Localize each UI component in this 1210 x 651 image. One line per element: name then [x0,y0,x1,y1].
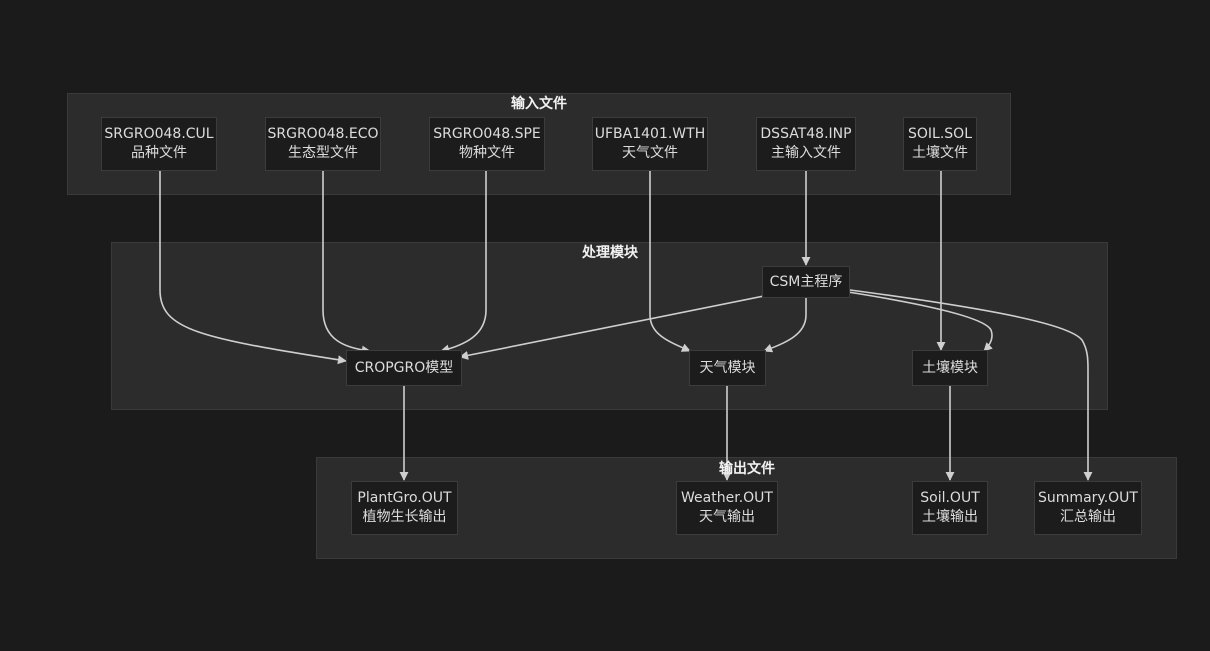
edge-csm-to-soil [847,291,993,352]
edge-csm-to-summary [849,289,1093,481]
node-sol-file-desc: 土壤文件 [912,145,968,161]
node-sol-file-name: SOIL.SOL [908,126,972,142]
node-cul-file-desc: 品种文件 [131,145,187,161]
edge-eco-to-cropgro [322,171,371,355]
node-cropgro-model[interactable]: CROPGRO模型 [346,350,462,386]
node-summary-output-name: Summary.OUT [1038,490,1138,506]
node-weather-output-name: Weather.OUT [681,490,773,506]
node-weather-module[interactable]: 天气模块 [689,350,766,386]
node-cul-file-name: SRGRO048.CUL [104,126,214,142]
edge-wth-to-weather [649,171,691,352]
output-files-title: 输出文件 [719,461,775,477]
node-wth-file[interactable]: UFBA1401.WTH 天气文件 [592,117,708,171]
node-csm-main-label: CSM主程序 [769,273,843,290]
node-inp-file-desc: 主输入文件 [771,145,841,161]
node-eco-file[interactable]: SRGRO048.ECO 生态型文件 [265,117,381,171]
node-plantgro-output-name: PlantGro.OUT [357,490,452,506]
node-inp-file-name: DSSAT48.INP [760,126,852,142]
node-csm-main[interactable]: CSM主程序 [762,266,850,298]
node-sol-file[interactable]: SOIL.SOL 土壤文件 [903,117,977,171]
node-soil-module[interactable]: 土壤模块 [912,350,988,386]
node-wth-file-name: UFBA1401.WTH [594,126,706,142]
node-soil-output-desc: 土壤输出 [922,509,978,525]
node-eco-file-name: SRGRO048.ECO [267,126,379,142]
processing-modules-title: 处理模块 [582,245,638,261]
edge-cul-to-cropgro [159,171,347,365]
node-cul-file[interactable]: SRGRO048.CUL 品种文件 [101,117,217,171]
input-files-title: 输入文件 [511,96,567,112]
node-soil-output[interactable]: Soil.OUT 土壤输出 [912,481,988,535]
node-plantgro-output[interactable]: PlantGro.OUT 植物生长输出 [351,481,458,535]
edge-csm-to-weather [763,298,807,353]
node-spe-file[interactable]: SRGRO048.SPE 物种文件 [429,117,545,171]
node-summary-output[interactable]: Summary.OUT 汇总输出 [1034,481,1142,535]
node-plantgro-output-desc: 植物生长输出 [362,509,447,525]
edge-spe-to-cropgro [440,171,487,354]
node-eco-file-desc: 生态型文件 [288,145,358,161]
node-spe-file-name: SRGRO048.SPE [433,126,541,142]
node-weather-output-desc: 天气输出 [699,509,755,525]
edge-csm-to-cropgro [459,295,765,360]
node-soil-output-name: Soil.OUT [920,490,980,506]
node-spe-file-desc: 物种文件 [459,145,515,161]
node-soil-module-label: 土壤模块 [922,359,978,376]
node-weather-module-label: 天气模块 [699,359,756,376]
node-wth-file-desc: 天气文件 [622,145,678,161]
node-weather-output[interactable]: Weather.OUT 天气输出 [676,481,778,535]
node-inp-file[interactable]: DSSAT48.INP 主输入文件 [756,117,856,171]
node-summary-output-desc: 汇总输出 [1060,509,1116,525]
node-cropgro-model-label: CROPGRO模型 [354,359,454,376]
